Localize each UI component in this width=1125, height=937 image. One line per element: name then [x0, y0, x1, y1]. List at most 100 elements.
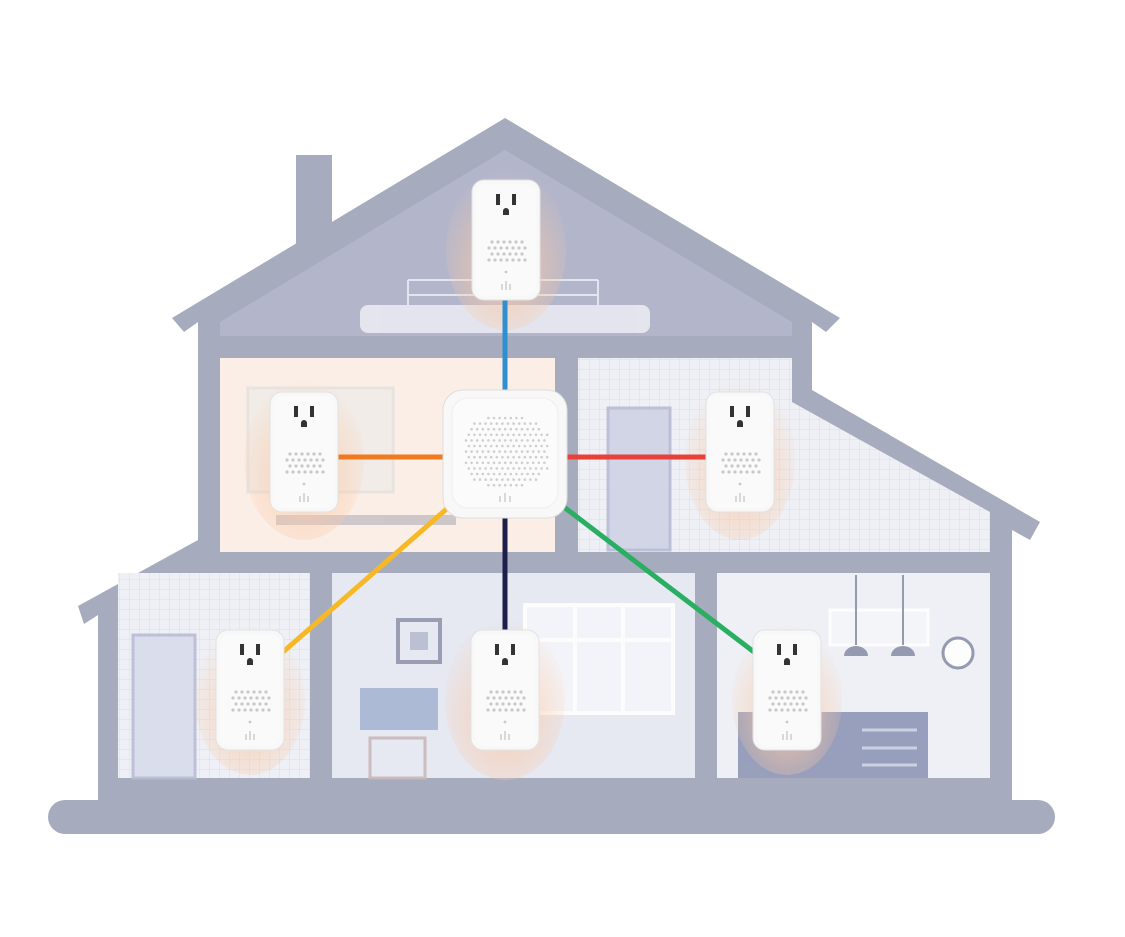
- hub-vent-hole: [534, 444, 538, 448]
- hub-vent-hole: [492, 427, 496, 431]
- hub-vent-hole: [473, 467, 476, 470]
- hub-vent-hole: [529, 478, 532, 481]
- hub-vent-hole: [537, 450, 541, 453]
- hub-vent-hole: [509, 439, 513, 442]
- hub-vent-hole: [503, 416, 507, 420]
- hub-vent-hole: [515, 416, 518, 420]
- hub-vent-hole: [470, 472, 473, 476]
- hub-vent-hole: [487, 461, 490, 465]
- hub-vent-hole: [475, 461, 479, 465]
- hub-vent-hole: [509, 450, 513, 453]
- hub-vent-hole: [509, 461, 513, 465]
- hub-vent-hole: [492, 416, 496, 420]
- hub-vent-hole: [473, 444, 476, 448]
- hub-vent-hole: [473, 422, 476, 425]
- hub-vent-hole: [529, 422, 532, 425]
- hub-vent-hole: [515, 450, 518, 453]
- hub-vent-hole: [484, 433, 487, 437]
- hub-vent-hole: [487, 427, 490, 431]
- hub-vent-hole: [534, 422, 538, 425]
- hub-vent-hole: [515, 472, 518, 476]
- hub-vent-hole: [492, 439, 496, 442]
- hub-vent-hole: [484, 478, 487, 481]
- hub-vent-hole: [498, 461, 501, 465]
- hub-vent-hole: [481, 427, 485, 431]
- hub-vent-hole: [464, 461, 468, 465]
- hub-vent-hole: [543, 461, 546, 465]
- downstairs-center-plug: [470, 629, 540, 751]
- hub-vent-hole: [473, 478, 476, 481]
- hub-vent-hole: [520, 450, 524, 453]
- hub-vent-hole: [492, 450, 496, 453]
- connection-lines: [281, 300, 756, 654]
- hub-vent-hole: [501, 433, 504, 437]
- hub-vent-hole: [534, 467, 538, 470]
- ground-bar: [48, 800, 1055, 834]
- hub-vent-hole: [484, 467, 487, 470]
- hub-vent-hole: [501, 455, 504, 459]
- hub-vent-hole: [506, 467, 510, 470]
- hub-vent-hole: [489, 467, 493, 470]
- hub-vent-hole: [487, 450, 490, 453]
- hub-vent-hole: [495, 422, 499, 425]
- hub-vent-hole: [517, 455, 521, 459]
- hub-vent-hole: [529, 467, 532, 470]
- hub-vent-hole: [531, 427, 535, 431]
- hub-vent-hole: [478, 422, 482, 425]
- hub-vent-hole: [498, 427, 501, 431]
- hub-vent-hole: [520, 483, 524, 487]
- hub-vent-hole: [464, 450, 468, 453]
- hub-vent-hole: [529, 444, 532, 448]
- hub-vent-hole: [517, 467, 521, 470]
- hub-vent-hole: [526, 450, 529, 453]
- hub-vent-hole: [509, 416, 513, 420]
- hub-vent-hole: [503, 450, 507, 453]
- hub-vent-hole: [545, 444, 549, 448]
- hub-vent-hole: [523, 444, 527, 448]
- hub-vent-hole: [481, 472, 485, 476]
- hub-vent-hole: [501, 467, 504, 470]
- hub-vent-hole: [512, 478, 515, 481]
- hub-vent-hole: [523, 422, 527, 425]
- hub-vent-hole: [537, 472, 541, 476]
- hub-vent-hole: [481, 450, 485, 453]
- connection-kitchen: [558, 502, 756, 654]
- attic-plug: [471, 179, 541, 301]
- hub-vent-hole: [534, 478, 538, 481]
- hub-vent-hole: [492, 461, 496, 465]
- hub-vent-hole: [501, 478, 504, 481]
- hub-vent-hole: [495, 455, 499, 459]
- hub-vent-hole: [470, 450, 473, 453]
- hub-vent-hole: [517, 433, 521, 437]
- hub-vent-hole: [467, 455, 471, 459]
- hub-vent-hole: [495, 467, 499, 470]
- hub-vent-hole: [478, 433, 482, 437]
- hub-vent-hole: [520, 416, 524, 420]
- hub-vent-hole: [545, 467, 549, 470]
- hub-vent-hole: [464, 439, 468, 442]
- hub-vent-hole: [473, 433, 476, 437]
- hub-vent-hole: [473, 455, 476, 459]
- hub-vent-hole: [537, 427, 541, 431]
- hub-vent-hole: [503, 439, 507, 442]
- hub-vent-hole: [487, 439, 490, 442]
- hub-vent-hole: [495, 433, 499, 437]
- hub-vent-hole: [537, 461, 541, 465]
- kitchen-plug: [752, 629, 822, 751]
- hub-vent-hole: [478, 444, 482, 448]
- hub-vent-hole: [540, 444, 543, 448]
- hub-vent-hole: [498, 483, 501, 487]
- hub-vent-hole: [495, 444, 499, 448]
- hub-vent-hole: [487, 483, 490, 487]
- hub-vent-hole: [540, 467, 543, 470]
- hub-vent-hole: [529, 455, 532, 459]
- hub-vent-hole: [475, 450, 479, 453]
- hub-vent-hole: [543, 450, 546, 453]
- hub-vent-hole: [498, 416, 501, 420]
- hub-vent-hole: [515, 461, 518, 465]
- hub-vent-hole: [512, 433, 515, 437]
- hub-vent-hole: [489, 422, 493, 425]
- hub-vent-hole: [531, 450, 535, 453]
- hub-vent-hole: [506, 478, 510, 481]
- hub-vent-hole: [531, 472, 535, 476]
